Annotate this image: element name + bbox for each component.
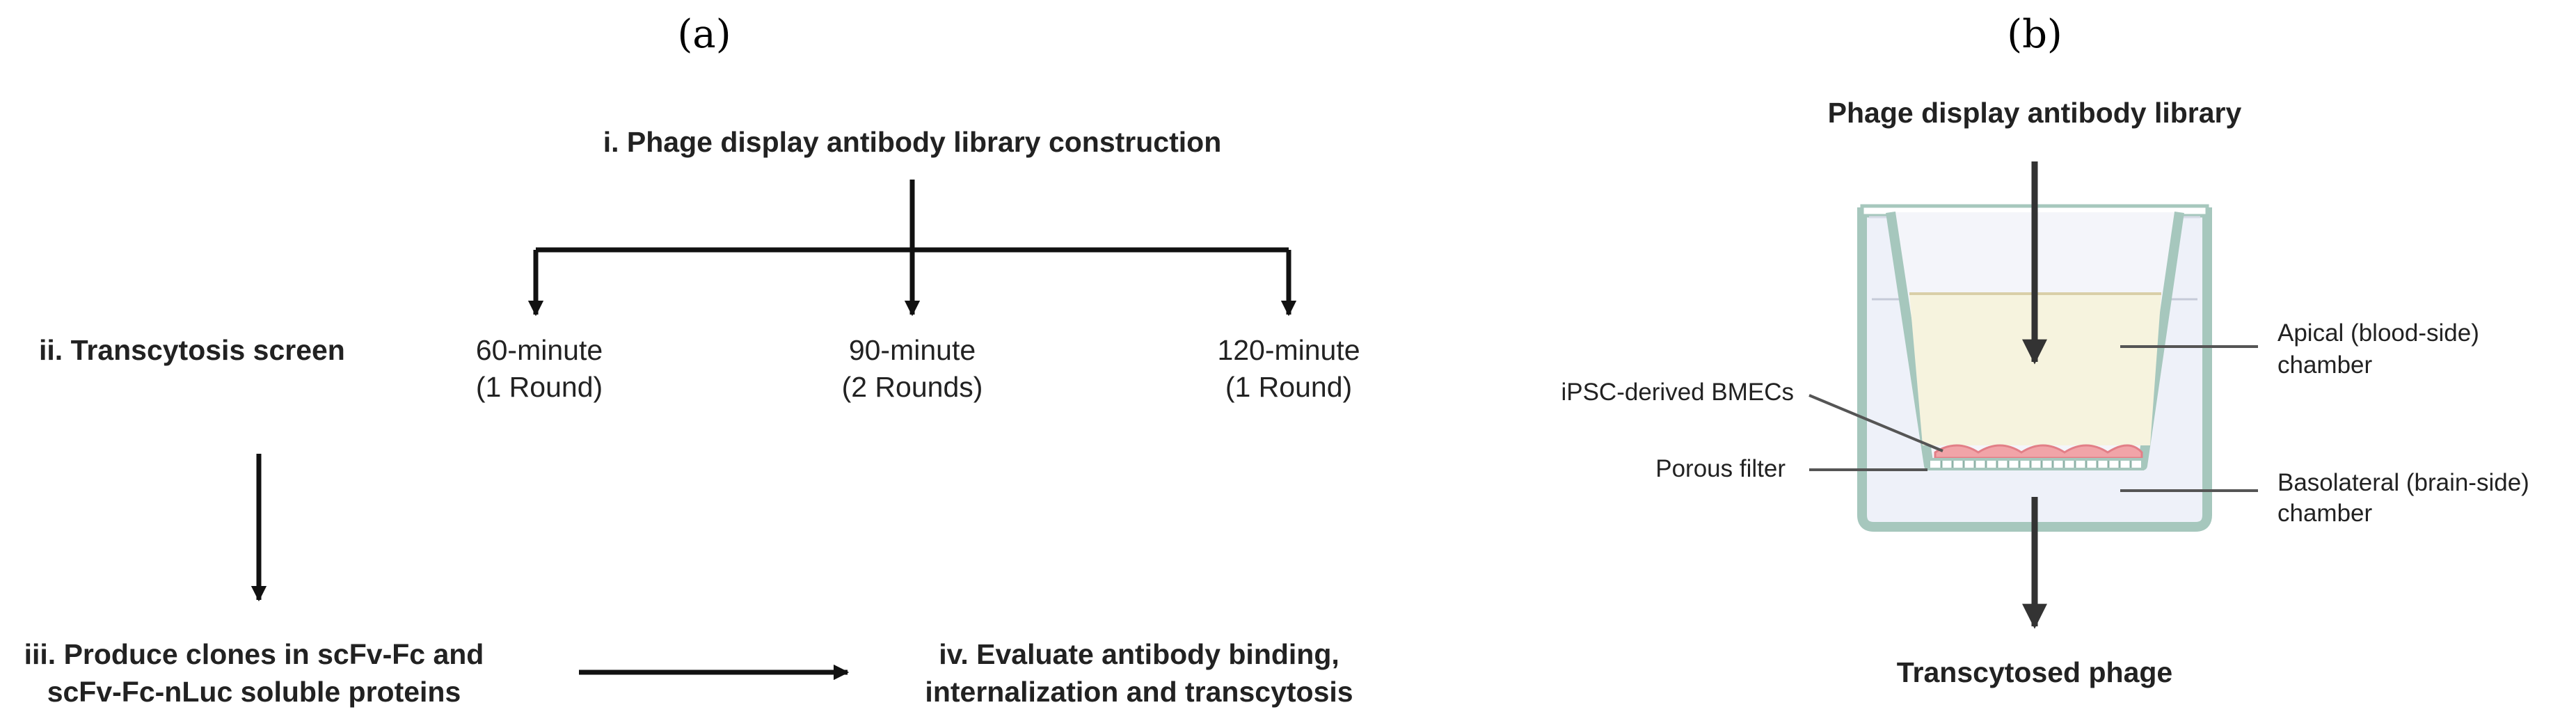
step-iii: iii. Produce clones in scFv-Fc and scFv-…	[24, 638, 484, 708]
filter-label: Porous filter	[1655, 455, 1786, 482]
panel-b: (b) Phage display antibody library	[1561, 12, 2529, 688]
step-iii-line1: iii. Produce clones in scFv-Fc and	[24, 638, 484, 670]
panel-b-label: (b)	[2007, 12, 2062, 57]
basolateral-label-line2: chamber	[2277, 500, 2373, 527]
apical-label: Apical (blood-side) chamber	[2277, 319, 2479, 379]
leader-cells	[1808, 394, 1943, 452]
step-i-label: i. Phage display antibody library constr…	[603, 126, 1222, 158]
condition-90: 90-minute (2 Rounds)	[842, 334, 983, 403]
filter-pores	[1940, 461, 2132, 468]
apical-medium	[1909, 294, 2161, 445]
condition-60-rounds: (1 Round)	[476, 371, 603, 403]
condition-60: 60-minute (1 Round)	[476, 334, 603, 403]
apical-label-line2: chamber	[2277, 351, 2373, 379]
apical-label-line1: Apical (blood-side)	[2277, 319, 2479, 347]
condition-90-time: 90-minute	[849, 334, 976, 366]
step-iv: iv. Evaluate antibody binding, internali…	[925, 638, 1353, 708]
panel-a: (a) i. Phage display antibody library co…	[24, 12, 1360, 708]
condition-90-rounds: (2 Rounds)	[842, 371, 983, 403]
basolateral-label: Basolateral (brain-side) chamber	[2277, 469, 2529, 527]
step-iv-line2: internalization and transcytosis	[925, 676, 1353, 708]
porous-filter	[1927, 458, 2144, 470]
condition-120-time: 120-minute	[1217, 334, 1360, 366]
condition-120-rounds: (1 Round)	[1225, 371, 1352, 403]
step-ii-label: ii. Transcytosis screen	[39, 334, 345, 366]
panel-a-label: (a)	[677, 12, 731, 57]
condition-120: 120-minute (1 Round)	[1217, 334, 1360, 403]
basolateral-label-line1: Basolateral (brain-side)	[2277, 469, 2529, 496]
bmec-cell-layer	[1934, 444, 2143, 459]
top-label: Phage display antibody library	[1828, 97, 2242, 129]
cells-label: iPSC-derived BMECs	[1561, 379, 1794, 406]
step-iv-line1: iv. Evaluate antibody binding,	[939, 638, 1339, 670]
step-iii-line2: scFv-Fc-nLuc soluble proteins	[47, 676, 461, 708]
bottom-label: Transcytosed phage	[1897, 656, 2172, 688]
branch-arrows	[527, 180, 1297, 317]
condition-60-time: 60-minute	[476, 334, 603, 366]
